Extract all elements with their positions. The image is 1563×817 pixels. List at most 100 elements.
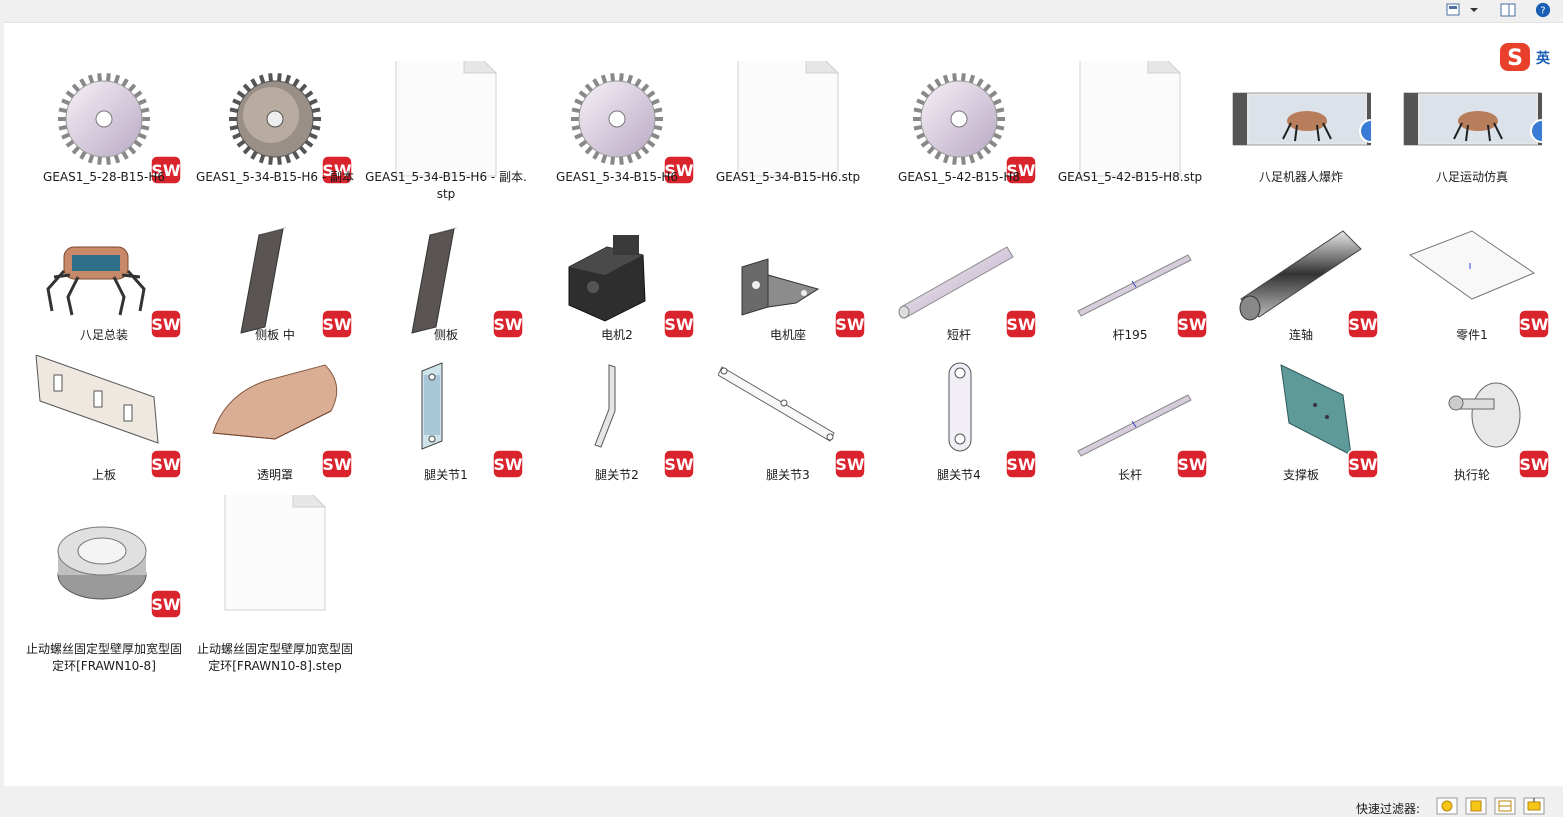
sogou-ime-icon: S (1500, 43, 1530, 71)
file-item[interactable]: SW 腿关节2 (535, 355, 699, 495)
preview-pane-icon[interactable] (1500, 2, 1516, 18)
svg-text:SW: SW (1519, 455, 1549, 474)
filter-drawing-icon[interactable] (1494, 797, 1516, 815)
svg-text:SW: SW (1177, 455, 1207, 474)
solidworks-icon: SW (1176, 449, 1208, 479)
file-item[interactable]: 八足运动仿真 (1390, 61, 1554, 201)
file-thumbnail (205, 495, 345, 615)
file-name: 侧板 中 (255, 328, 295, 342)
svg-text:SW: SW (1348, 315, 1378, 334)
solidworks-icon: SW (1518, 449, 1550, 479)
svg-text:SW: SW (664, 455, 694, 474)
file-thumbnail (205, 355, 345, 475)
file-name: 八足运动仿真 (1435, 170, 1508, 184)
file-item[interactable]: SW 电机座 (706, 215, 870, 355)
solidworks-icon: SW (1176, 309, 1208, 339)
file-thumbnail (1402, 61, 1542, 181)
filter-top-level-icon[interactable] (1523, 797, 1545, 815)
quick-filter-label: 快速过滤器: (1356, 802, 1421, 816)
file-thumbnail (889, 215, 1029, 335)
file-name: 连轴 (1288, 328, 1313, 342)
file-name: 长杆 (1117, 468, 1142, 482)
file-name: 电机座 (769, 328, 806, 342)
file-item[interactable]: SW 止动螺丝固定型壁厚加宽型固定环[FRAWN10-8] (22, 495, 186, 673)
file-item[interactable]: SW 腿关节1 (364, 355, 528, 495)
file-name: GEAS1_5-28-B15-H6 (43, 170, 165, 184)
file-item[interactable]: SW 长杆 (1048, 355, 1212, 495)
top-toolbar: ? (0, 0, 1563, 22)
solidworks-icon: SW (321, 309, 353, 339)
file-name: 腿关节2 (595, 468, 639, 482)
help-icon[interactable]: ? (1534, 2, 1552, 18)
svg-text:SW: SW (1006, 455, 1036, 474)
file-thumbnail (34, 495, 174, 615)
svg-text:SW: SW (151, 595, 181, 614)
ime-indicator[interactable]: S 英 (1498, 40, 1560, 74)
solidworks-icon: SW (663, 449, 695, 479)
bottom-status-bar: 快速过滤器: (0, 786, 1563, 816)
ime-language-label: 英 (1536, 51, 1550, 67)
solidworks-icon: SW (1518, 309, 1550, 339)
file-thumbnail (718, 215, 858, 335)
file-name: 八足机器人爆炸 (1258, 170, 1343, 184)
file-thumbnail (547, 215, 687, 335)
file-item[interactable]: GEAS1_5-42-B15-H8.stp (1048, 61, 1212, 201)
file-name: 侧板 (433, 328, 458, 342)
file-thumbnail (376, 215, 516, 335)
file-thumbnail (34, 215, 174, 335)
solidworks-icon: SW (150, 155, 182, 185)
file-thumbnail (1402, 355, 1542, 475)
svg-text:SW: SW (1177, 315, 1207, 334)
file-thumbnail (34, 61, 174, 181)
filter-assembly-icon[interactable] (1465, 797, 1487, 815)
file-thumbnail (1231, 215, 1371, 335)
svg-text:SW: SW (151, 161, 181, 180)
file-item[interactable]: 八足机器人爆炸 (1219, 61, 1383, 201)
file-name: GEAS1_5-42-B15-H8 (898, 170, 1020, 184)
chevron-down-icon[interactable] (1468, 2, 1480, 18)
file-item[interactable]: SW 侧板 中 (193, 215, 357, 355)
file-name: 电机2 (601, 328, 633, 342)
solidworks-icon: SW (492, 309, 524, 339)
file-item[interactable]: GEAS1_5-34-B15-H6 - 副本.stp (364, 61, 528, 201)
solidworks-icon: SW (663, 309, 695, 339)
file-name: 止动螺丝固定型壁厚加宽型固定环[FRAWN10-8] (25, 642, 182, 673)
svg-text:S: S (1507, 46, 1523, 71)
view-mode-icon[interactable] (1446, 2, 1460, 18)
solidworks-icon: SW (834, 449, 866, 479)
solidworks-icon: SW (321, 449, 353, 479)
file-name: 腿关节1 (424, 468, 468, 482)
file-thumbnail (376, 355, 516, 475)
svg-text:SW: SW (664, 161, 694, 180)
solidworks-icon: SW (834, 309, 866, 339)
file-name: GEAS1_5-34-B15-H6 (556, 170, 678, 184)
filter-part-icon[interactable] (1436, 797, 1458, 815)
solidworks-icon: SW (1347, 309, 1379, 339)
file-item[interactable]: SW 侧板 (364, 215, 528, 355)
svg-text:SW: SW (664, 315, 694, 334)
file-item[interactable]: 止动螺丝固定型壁厚加宽型固定环[FRAWN10-8].step (193, 495, 357, 673)
svg-text:SW: SW (322, 455, 352, 474)
svg-text:SW: SW (493, 455, 523, 474)
file-name: 零件1 (1456, 328, 1488, 342)
file-item[interactable]: SW 零件1 (1390, 215, 1554, 355)
solidworks-icon: SW (1005, 449, 1037, 479)
file-item[interactable]: GEAS1_5-34-B15-H6.stp (706, 61, 870, 201)
file-item[interactable]: SW 连轴 (1219, 215, 1383, 355)
file-item[interactable]: SW 电机2 (535, 215, 699, 355)
file-name: GEAS1_5-34-B15-H6 - 副本.stp (365, 170, 527, 201)
